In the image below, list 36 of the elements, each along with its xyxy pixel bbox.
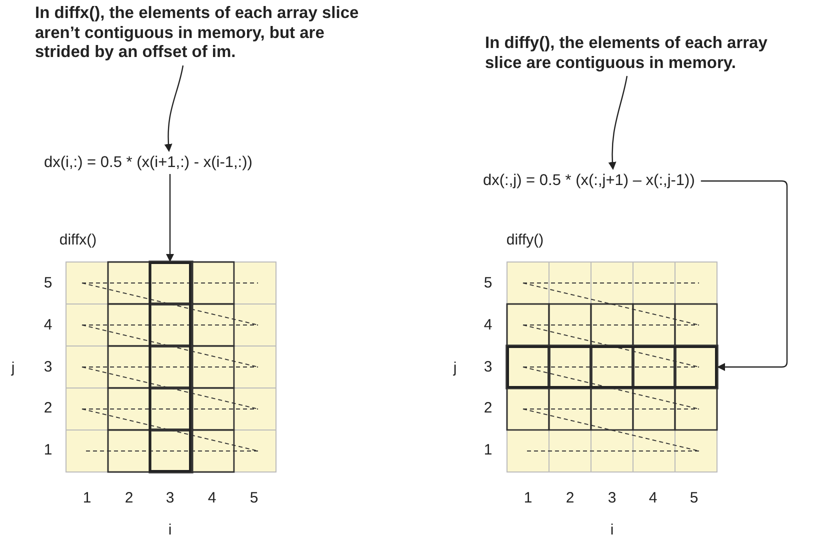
row-number: 2 bbox=[44, 400, 52, 416]
annotation-text: In diffx(), the elements of each array slice aren’t contiguous in memory, but are strided by an offset of im. bbox=[35, 4, 360, 62]
selected-column-outline bbox=[149, 262, 191, 472]
column-number: 1 bbox=[82, 490, 92, 506]
annotation-text: In diffy(), the elements of each array slice are contiguous in memory. bbox=[485, 34, 768, 73]
arrow bbox=[608, 76, 628, 170]
formula-text: dx(:,j) = 0.5 * (x(:,j+1) – x(:,j-1)) bbox=[483, 172, 695, 190]
arrow bbox=[700, 180, 788, 371]
row-number: 3 bbox=[44, 358, 52, 376]
column-number: 3 bbox=[166, 490, 174, 506]
row-number: 5 bbox=[484, 274, 492, 292]
arrow bbox=[164, 65, 184, 152]
selected-row-outline bbox=[507, 346, 717, 388]
axis-label: j bbox=[11, 360, 15, 376]
column-number: 2 bbox=[124, 490, 134, 506]
column-number: 1 bbox=[524, 490, 532, 506]
column-number: 2 bbox=[566, 490, 574, 506]
column-number: 4 bbox=[648, 490, 658, 506]
row-number: 2 bbox=[484, 400, 492, 416]
axis-label: i bbox=[168, 522, 172, 538]
column-number: 4 bbox=[208, 490, 216, 506]
column-number: 5 bbox=[250, 490, 258, 506]
row-number: 3 bbox=[484, 358, 492, 376]
row-number: 1 bbox=[44, 442, 52, 458]
function-label: diffy() bbox=[506, 232, 544, 248]
column-number: 3 bbox=[608, 490, 616, 506]
row-number: 1 bbox=[484, 442, 492, 458]
row-number: 4 bbox=[44, 316, 52, 334]
row-number: 5 bbox=[44, 274, 52, 292]
function-label: diffx() bbox=[59, 232, 97, 248]
formula-text: dx(i,:) = 0.5 * (x(i+1,:) - x(i-1,:)) bbox=[44, 154, 252, 172]
arrow bbox=[166, 174, 174, 262]
axis-label: j bbox=[453, 360, 457, 376]
axis-label: i bbox=[610, 522, 614, 538]
row-number: 4 bbox=[484, 316, 492, 334]
column-number: 5 bbox=[690, 490, 698, 506]
